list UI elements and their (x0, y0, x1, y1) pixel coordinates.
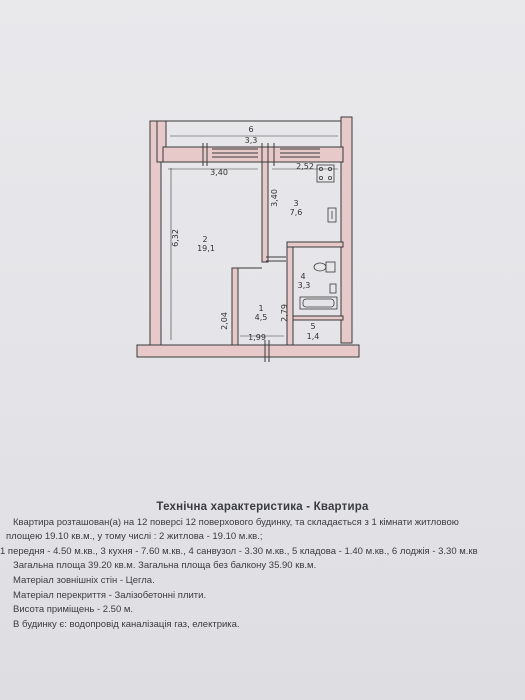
doc-line-6: Матеріал перекриття - Залізобетонні плит… (13, 589, 207, 601)
doc-title: Технічна характеристика - Квартира (156, 501, 369, 513)
stove-icon (316, 164, 335, 183)
room6-area: 3,3 (245, 136, 258, 145)
doc-line-5: Матеріал зовнішніх стін - Цегла. (13, 574, 155, 586)
wall-storage-top (292, 315, 344, 321)
wall-partition-kitchen (261, 161, 269, 263)
wall-bath-top (286, 241, 344, 248)
doc-line-7: Висота приміщень - 2.50 м. (13, 604, 134, 616)
dim-3-40-vertical: 3,40 (270, 189, 279, 207)
loggia-outline (165, 120, 342, 148)
dim-3-40-top: 3,40 (210, 168, 228, 177)
sink-icon (327, 207, 337, 223)
wall-bottom (136, 344, 360, 358)
tech-characteristics: Технічна характеристика - Квартира Кварт… (0, 500, 525, 632)
dim-6-32: 6,32 (171, 229, 180, 247)
doc-line-2: площею 19.10 кв.м., у тому числі : 2 жит… (6, 531, 263, 543)
basin-icon (329, 283, 337, 294)
wall-bath-left (286, 246, 294, 346)
room1-area: 4,5 (255, 313, 268, 322)
dim-2-04: 2,04 (220, 312, 229, 330)
bathtub-icon (299, 296, 338, 310)
wall-right (340, 116, 353, 344)
room5-number: 5 (310, 322, 315, 331)
doc-line-4: Загальна площа 39.20 кв.м. Загальна площ… (13, 560, 317, 572)
doc-line-8: В будинку є: водопровід каналізація газ,… (13, 618, 240, 630)
room4-area: 3,3 (298, 281, 311, 290)
wall-partition-corridor (231, 267, 239, 346)
room3-area: 7,6 (290, 208, 303, 217)
dim-1-99: 1,99 (248, 333, 266, 342)
room4-number: 4 (300, 272, 305, 281)
toilet-icon (313, 261, 336, 273)
floor-plan: 6 3,3 3,40 2,52 3,40 3 7,6 6,32 2 19,1 4… (136, 116, 360, 362)
room6-number: 6 (248, 125, 253, 134)
room5-area: 1,4 (307, 332, 320, 341)
dim-2-52: 2,52 (296, 162, 314, 171)
room2-area: 19,1 (197, 244, 215, 253)
doc-line-1: Квартира розташован(а) на 12 поверсі 12 … (13, 516, 459, 528)
room1-number: 1 (258, 304, 263, 313)
room3-number: 3 (293, 199, 298, 208)
doc-line-3: 1 передня - 4.50 м.кв., 3 кухня - 7.60 м… (0, 545, 478, 557)
room2-number: 2 (202, 235, 207, 244)
dim-2-79: 2,79 (280, 304, 289, 322)
